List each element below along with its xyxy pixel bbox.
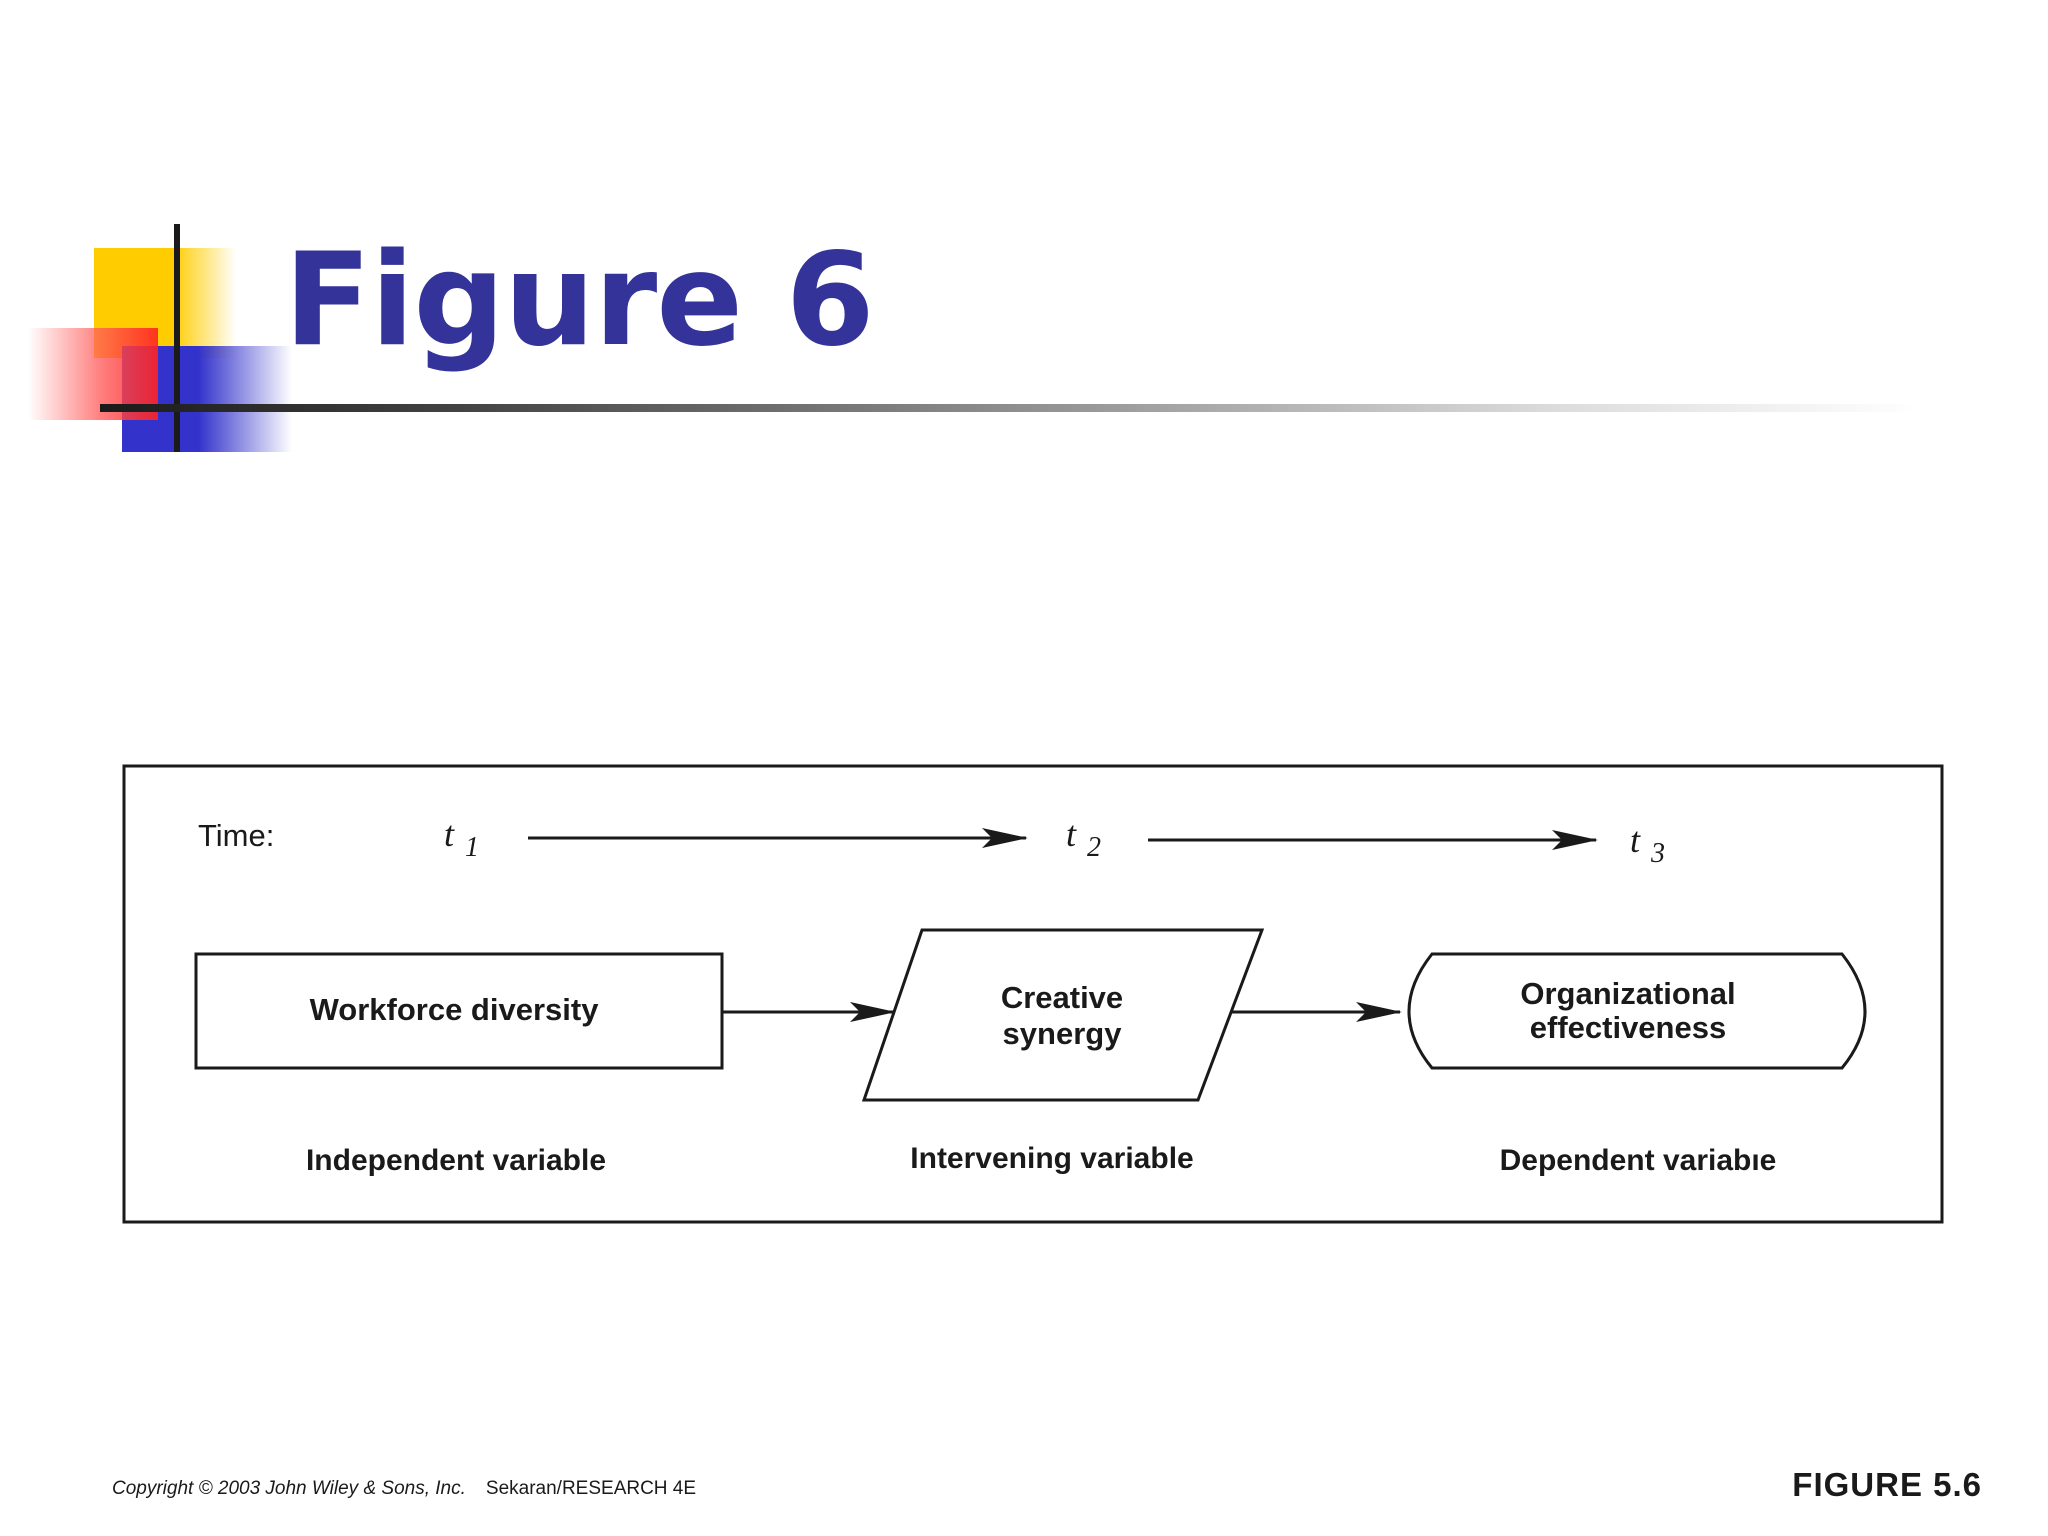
footer-copyright: Copyright © 2003 John Wiley & Sons, Inc.	[112, 1478, 466, 1499]
time-point-t2: t 2	[1066, 814, 1101, 863]
title-decoration-vertical-line	[174, 224, 180, 452]
node-workforce-diversity-label: Workforce diversity	[310, 992, 600, 1027]
title-underline-rule	[100, 404, 1920, 412]
time-point-t3-subscript: 3	[1650, 838, 1665, 869]
node-creative-synergy-label-line1: Creative	[1001, 980, 1123, 1015]
footer-copyright-line: Copyright © 2003 John Wiley & Sons, Inc.…	[112, 1478, 696, 1500]
node-workforce-diversity-box	[194, 952, 724, 1070]
node-organizational-effectiveness-shape	[1407, 952, 1867, 1070]
node-organizational-effectiveness-label-line2: effectiveness	[1530, 1010, 1726, 1045]
node-creative-synergy-label-line2: synergy	[1003, 1016, 1123, 1051]
footer-source: Sekaran/RESEARCH 4E	[485, 1478, 697, 1499]
time-point-t2-symbol: t	[1066, 814, 1077, 854]
time-point-t2-subscript: 2	[1087, 832, 1101, 863]
page-title: Figure 6	[284, 226, 875, 375]
time-point-t1: t 1	[444, 814, 479, 863]
node-creative-synergy-shape	[861, 928, 1265, 1102]
time-point-t3: t 3	[1630, 820, 1665, 869]
type-label-dependent: Dependent variabıe	[1500, 1144, 1777, 1177]
time-label: Time:	[198, 818, 274, 853]
time-point-t3-symbol: t	[1630, 820, 1641, 860]
time-point-t1-symbol: t	[444, 814, 455, 854]
time-point-t1-subscript: 1	[465, 832, 479, 863]
node-organizational-effectiveness-label-line1: Organizational	[1520, 976, 1735, 1011]
type-label-independent: Independent variable	[306, 1144, 606, 1177]
type-label-intervening: Intervening variable	[910, 1142, 1193, 1175]
footer-figure-label: FIGURE 5.6	[1792, 1466, 1982, 1503]
